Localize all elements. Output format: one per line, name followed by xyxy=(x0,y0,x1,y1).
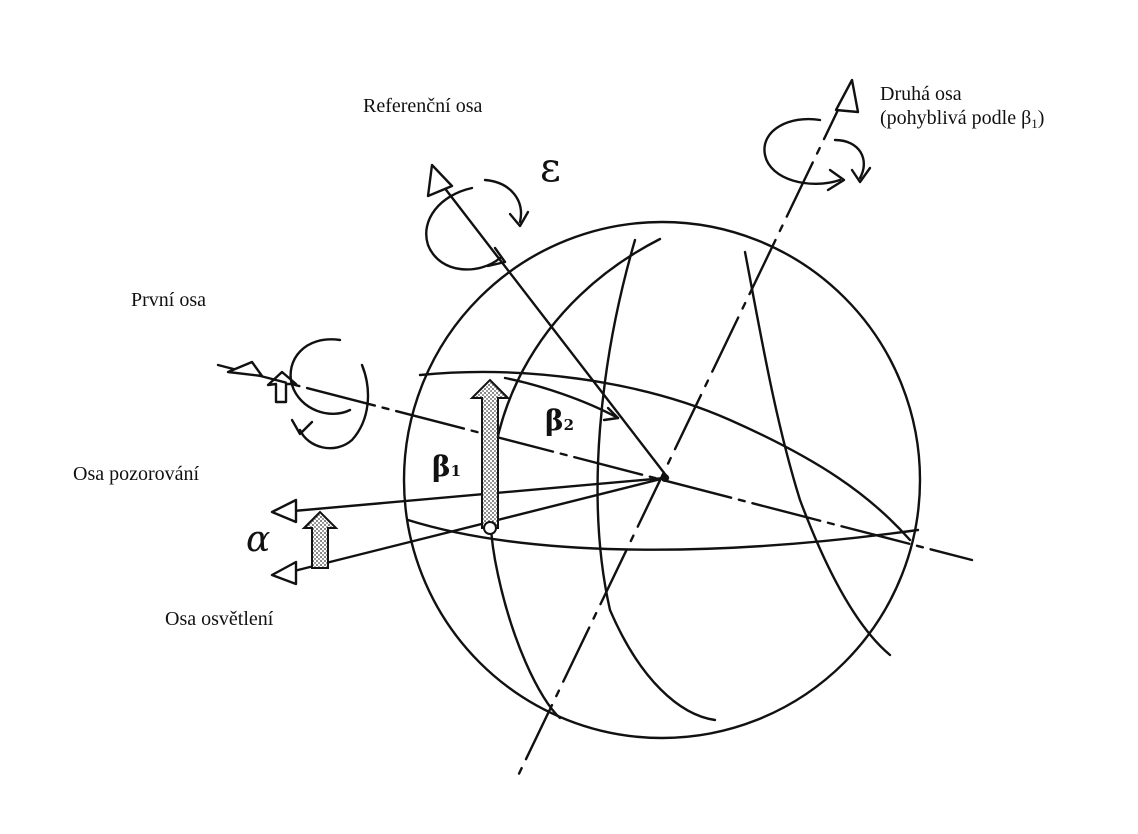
second-axis-label: Druhá osa (pohyblivá podle β1) xyxy=(880,82,1044,136)
beta1-label: β1 xyxy=(432,450,462,483)
equator-upper xyxy=(418,370,912,542)
reference-axis-arrow-head xyxy=(426,163,454,198)
observation-axis-arrow-head xyxy=(270,498,298,524)
second-axis-label-line1: Druhá osa xyxy=(880,83,962,105)
epsilon-label: ε xyxy=(540,145,561,191)
observation-axis-label: Osa pozorování xyxy=(73,463,200,485)
equator xyxy=(406,518,920,551)
beta2-arrow-head xyxy=(602,406,620,422)
observation-axis-line xyxy=(280,476,667,514)
second-axis-label-line2: (pohyblivá podle β1) xyxy=(880,107,1045,131)
reference-rotation-icon xyxy=(425,178,530,271)
reference-axis-label: Referenční osa xyxy=(363,95,483,117)
reference-axis-line xyxy=(438,180,670,480)
first-axis-arrow-head xyxy=(226,360,264,378)
beta2-arc xyxy=(503,376,620,420)
alpha-arrow xyxy=(301,510,339,569)
second-rotation-icon xyxy=(763,117,872,192)
illumination-axis-line xyxy=(280,476,667,576)
alpha-label: α xyxy=(246,519,271,560)
first-axis-label: První osa xyxy=(131,289,206,311)
beta1-arrow xyxy=(469,378,511,535)
center-point xyxy=(661,474,669,482)
meridian-right xyxy=(596,238,717,722)
illumination-axis-arrow-head xyxy=(270,560,298,586)
meridian-left xyxy=(488,237,662,720)
second-axis-line xyxy=(513,83,852,784)
second-axis-arrow-head xyxy=(834,78,860,114)
illumination-axis-label: Osa osvětlení xyxy=(165,608,274,630)
first-rotation-icon xyxy=(266,338,370,450)
meridian-far xyxy=(743,250,892,657)
beta2-label: β2 xyxy=(545,404,575,437)
sphere-outline xyxy=(402,220,922,740)
first-axis-line xyxy=(216,363,974,562)
